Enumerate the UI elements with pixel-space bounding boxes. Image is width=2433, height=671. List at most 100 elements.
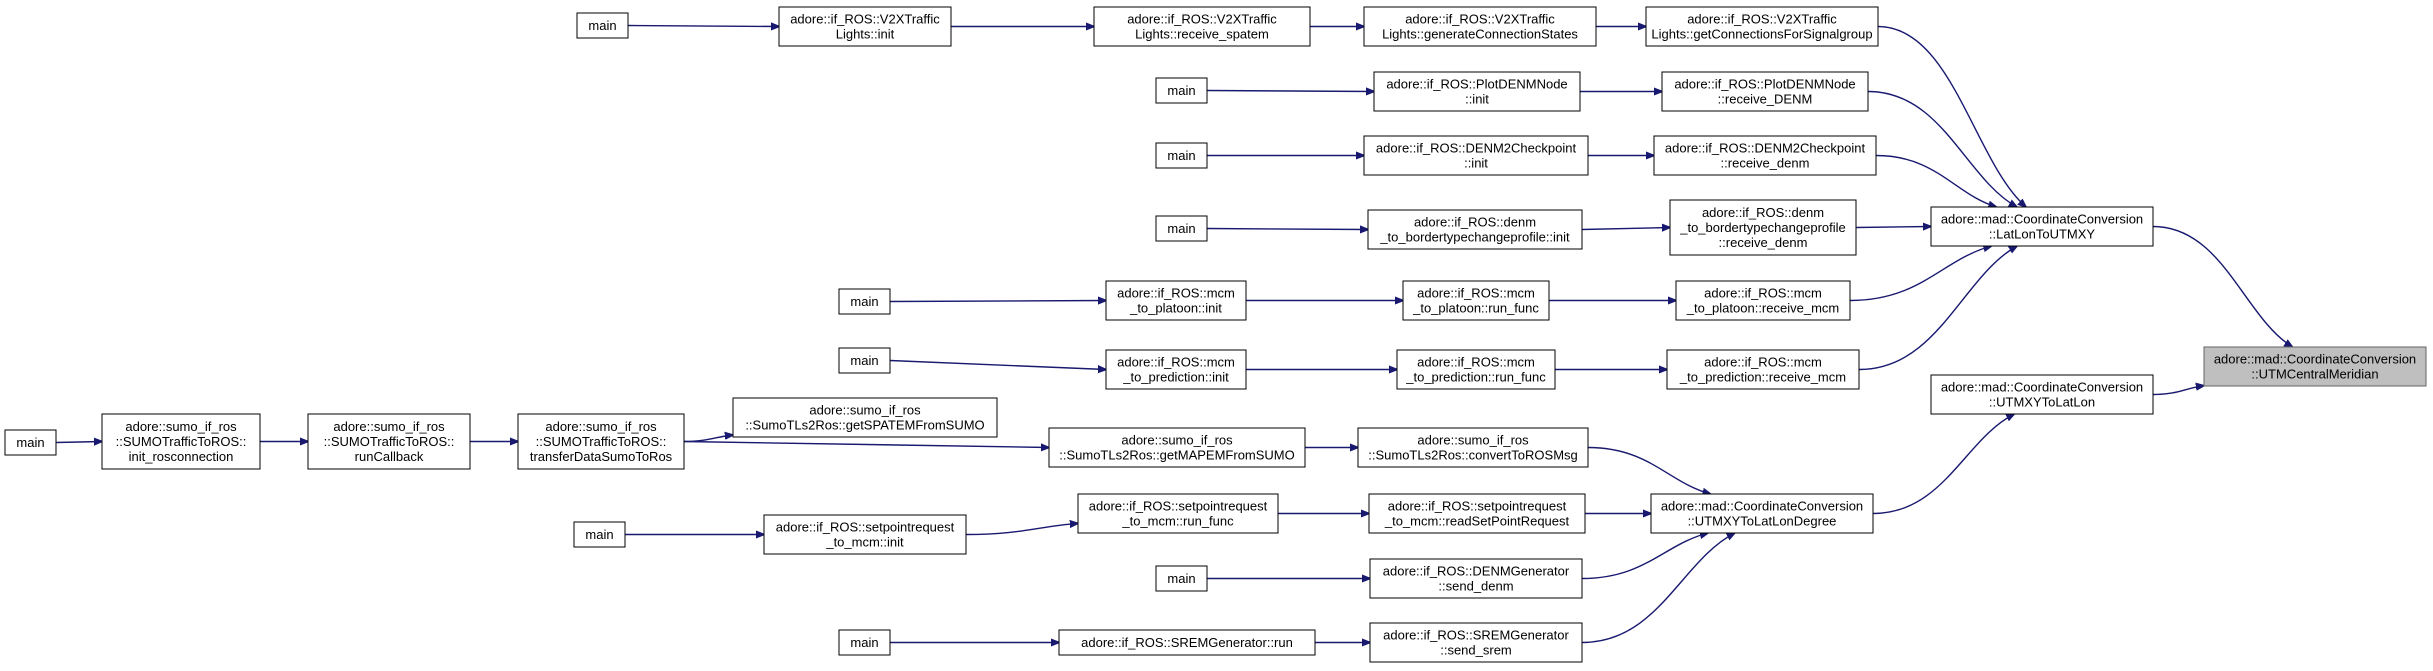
- node-label-line: adore::mad::CoordinateConversion: [2214, 352, 2416, 367]
- edge-getconn-to-latlon: [1877, 25, 2026, 208]
- node-label-line: ::SUMOTrafficToROS::: [324, 434, 455, 449]
- node-label-line: adore::if_ROS::mcm: [1117, 355, 1235, 370]
- node-spatem[interactable]: adore::sumo_if_ros::SumoTLs2Ros::getSPAT…: [732, 397, 998, 438]
- node-mapem[interactable]: adore::sumo_if_ros::SumoTLs2Ros::getMAPE…: [1048, 427, 1306, 468]
- node-label-line: adore::if_ROS::mcm: [1704, 286, 1822, 301]
- node-box: [1048, 427, 1306, 468]
- edge-d2crecv-to-latlon: [1875, 154, 1996, 208]
- node-d2crecv[interactable]: adore::if_ROS::DENM2Checkpoint::receive_…: [1653, 135, 1877, 176]
- node-transfer[interactable]: adore::sumo_if_ros::SUMOTrafficToROS::tr…: [517, 413, 685, 470]
- node-box: [573, 521, 626, 548]
- node-utmlatlon[interactable]: adore::mad::CoordinateConversion::UTMXYT…: [1930, 374, 2154, 415]
- node-label-line: main: [1167, 83, 1195, 98]
- node-label-line: _to_platoon::init: [1129, 301, 1222, 316]
- node-predrun[interactable]: adore::if_ROS::mcm_to_prediction::run_fu…: [1396, 349, 1556, 390]
- node-main3[interactable]: main: [1155, 142, 1208, 169]
- node-plotrecv[interactable]: adore::if_ROS::PlotDENMNode::receive_DEN…: [1661, 71, 1869, 112]
- node-label-line: ::receive_denm: [1719, 235, 1808, 250]
- node-box: [2203, 346, 2427, 387]
- node-getconn[interactable]: adore::if_ROS::V2XTrafficLights::getConn…: [1645, 6, 1879, 47]
- node-target[interactable]: adore::mad::CoordinateConversion::UTMCen…: [2203, 346, 2427, 387]
- node-d2cinit[interactable]: adore::if_ROS::DENM2Checkpoint::init: [1363, 135, 1589, 176]
- node-box: [4, 429, 57, 456]
- node-label-line: adore::if_ROS::V2XTraffic: [1127, 12, 1277, 27]
- node-sremsend[interactable]: adore::if_ROS::SREMGenerator::send_srem: [1369, 622, 1583, 663]
- edge-transfer-to-mapem: [683, 440, 1049, 448]
- edge-denmsend-to-utmdeg: [1581, 533, 1708, 580]
- node-initros[interactable]: adore::sumo_if_ros::SUMOTrafficToROS::in…: [101, 413, 261, 470]
- node-sprrun[interactable]: adore::if_ROS::setpointrequest_to_mcm::r…: [1077, 493, 1279, 534]
- node-plotinit[interactable]: adore::if_ROS::PlotDENMNode::init: [1373, 71, 1581, 112]
- node-platrun[interactable]: adore::if_ROS::mcm_to_platoon::run_func: [1402, 280, 1550, 321]
- node-main2[interactable]: main: [1155, 77, 1208, 104]
- edge-main5-to-platinit: [889, 301, 1106, 302]
- node-box: [1675, 280, 1851, 321]
- node-main8[interactable]: main: [573, 521, 626, 548]
- node-recvspatem[interactable]: adore::if_ROS::V2XTrafficLights::receive…: [1093, 6, 1311, 47]
- node-label-line: adore::mad::CoordinateConversion: [1661, 499, 1863, 514]
- node-main6[interactable]: main: [838, 347, 891, 374]
- node-label-line: _to_platoon::run_func: [1412, 301, 1539, 316]
- node-main9[interactable]: main: [1155, 565, 1208, 592]
- node-sremrun[interactable]: adore::if_ROS::SREMGenerator::run: [1058, 629, 1316, 656]
- node-box: [1368, 493, 1586, 534]
- node-label-line: adore::if_ROS::V2XTraffic: [790, 12, 940, 27]
- node-box: [1396, 349, 1556, 390]
- node-label-line: main: [585, 527, 613, 542]
- node-sprread[interactable]: adore::if_ROS::setpointrequest_to_mcm::r…: [1368, 493, 1586, 534]
- node-label-line: adore::if_ROS::DENMGenerator: [1383, 564, 1570, 579]
- node-label-line: adore::if_ROS::denm: [1702, 205, 1824, 220]
- node-label-line: ::UTMXYToLatLonDegree: [1688, 514, 1837, 529]
- node-box: [1653, 135, 1877, 176]
- node-label-line: main: [1167, 571, 1195, 586]
- node-label-line: Lights::receive_spatem: [1135, 27, 1269, 42]
- node-platrecv[interactable]: adore::if_ROS::mcm_to_platoon::receive_m…: [1675, 280, 1851, 321]
- node-platinit[interactable]: adore::if_ROS::mcm_to_platoon::init: [1105, 280, 1247, 321]
- node-label-line: ::SUMOTrafficToROS::: [116, 434, 247, 449]
- node-box: [1666, 349, 1860, 390]
- node-main5[interactable]: main: [838, 288, 891, 315]
- node-label-line: adore::sumo_if_ros: [1121, 433, 1233, 448]
- edge-convros-to-utmdeg: [1587, 446, 1711, 495]
- node-latlon[interactable]: adore::mad::CoordinateConversion::LatLon…: [1930, 206, 2154, 247]
- node-label-line: Lights::getConnectionsForSignalgroup: [1651, 27, 1872, 42]
- node-genconn[interactable]: adore::if_ROS::V2XTrafficLights::generat…: [1363, 6, 1597, 47]
- edge-main2-to-plotinit: [1206, 91, 1374, 92]
- node-convros[interactable]: adore::sumo_if_ros::SumoTLs2Ros::convert…: [1357, 427, 1589, 468]
- node-btrecv[interactable]: adore::if_ROS::denm_to_bordertypechangep…: [1669, 199, 1857, 256]
- node-predinit[interactable]: adore::if_ROS::mcm_to_prediction::init: [1105, 349, 1247, 390]
- node-label-line: adore::if_ROS::SREMGenerator::run: [1081, 635, 1293, 650]
- edge-main7-to-initros: [55, 442, 102, 443]
- node-box: [1077, 493, 1279, 534]
- node-main4[interactable]: main: [1155, 215, 1208, 242]
- node-utmdeg[interactable]: adore::mad::CoordinateConversion::UTMXYT…: [1650, 493, 1874, 534]
- node-box: [1669, 199, 1857, 256]
- node-main1[interactable]: main: [576, 12, 629, 39]
- node-box: [307, 413, 471, 470]
- node-box: [1402, 280, 1550, 321]
- node-runcb[interactable]: adore::sumo_if_ros::SUMOTrafficToROS::ru…: [307, 413, 471, 470]
- node-main7[interactable]: main: [4, 429, 57, 456]
- edge-sremsend-to-utmdeg: [1581, 533, 1735, 644]
- edge-layer: [55, 25, 2292, 644]
- node-label-line: ::LatLonToUTMXY: [1989, 227, 2096, 242]
- node-label-line: ::receive_denm: [1721, 156, 1810, 171]
- node-sprinit[interactable]: adore::if_ROS::setpointrequest_to_mcm::i…: [763, 514, 967, 555]
- node-main10[interactable]: main: [838, 629, 891, 656]
- node-box: [1093, 6, 1311, 47]
- node-denmsend[interactable]: adore::if_ROS::DENMGenerator::send_denm: [1369, 558, 1583, 599]
- node-label-line: adore::if_ROS::V2XTraffic: [1687, 12, 1837, 27]
- node-box: [517, 413, 685, 470]
- node-box: [1155, 215, 1208, 242]
- node-label-line: main: [1167, 148, 1195, 163]
- node-predrecv[interactable]: adore::if_ROS::mcm_to_prediction::receiv…: [1666, 349, 1860, 390]
- node-label-line: adore::mad::CoordinateConversion: [1941, 212, 2143, 227]
- node-btinit[interactable]: adore::if_ROS::denm_to_bordertypechangep…: [1367, 209, 1583, 250]
- node-label-line: adore::if_ROS::V2XTraffic: [1405, 12, 1555, 27]
- node-label-line: adore::sumo_if_ros: [125, 419, 237, 434]
- node-label-line: ::UTMXYToLatLon: [1989, 395, 2095, 410]
- node-label-line: adore::sumo_if_ros: [545, 419, 657, 434]
- node-box: [576, 12, 629, 39]
